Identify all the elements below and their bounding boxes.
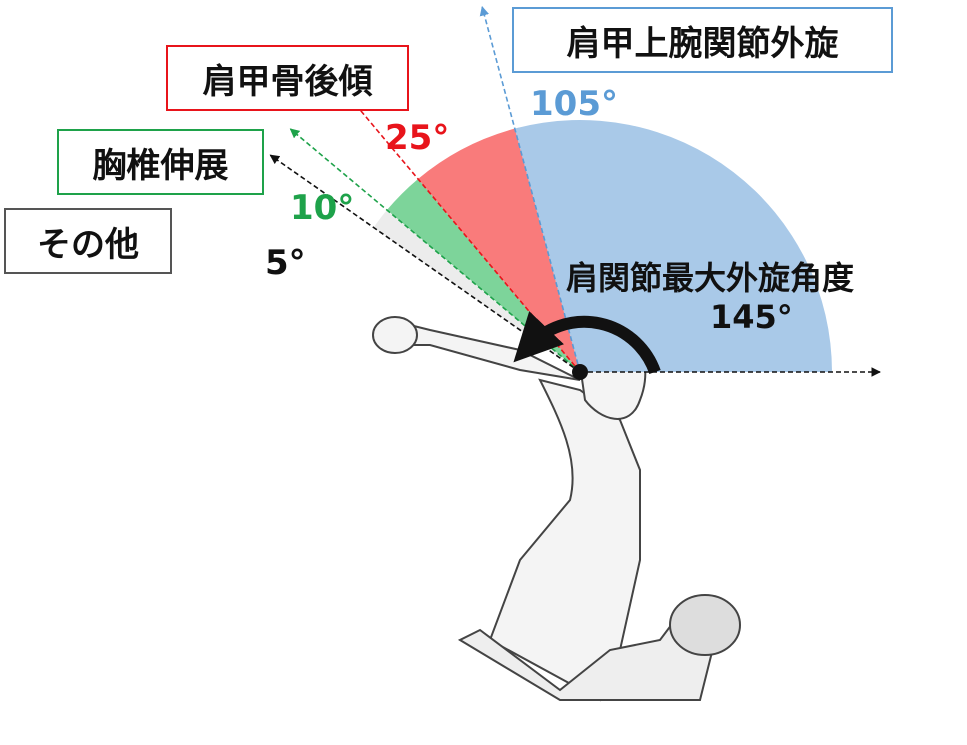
degrees-humeral-er: 105° xyxy=(530,84,618,124)
degrees-thoracic-ext: 10° xyxy=(290,188,355,228)
label-thoracic-ext: 胸椎伸展 xyxy=(57,129,264,195)
label-other: その他 xyxy=(4,208,172,274)
arrow-other xyxy=(269,154,581,373)
wedge-humeral-er xyxy=(514,120,833,372)
degrees-scapular-tilt: 25° xyxy=(385,118,450,158)
arrow-thoracic-ext xyxy=(289,128,581,373)
total-rotation-arrow xyxy=(513,311,661,375)
shoulder-center-dot xyxy=(572,364,588,380)
label-humeral-er: 肩甲上腕関節外旋 xyxy=(512,7,893,73)
degrees-other: 5° xyxy=(265,243,306,283)
arrow-humeral-er xyxy=(479,5,581,373)
degrees-total: 145° xyxy=(710,298,793,336)
arrow-scapular-tilt xyxy=(336,81,581,373)
label-total-angle: 肩関節最大外旋角度 xyxy=(566,259,855,297)
label-scapular-tilt: 肩甲骨後傾 xyxy=(166,45,409,111)
pitcher-sketch xyxy=(372,316,741,702)
